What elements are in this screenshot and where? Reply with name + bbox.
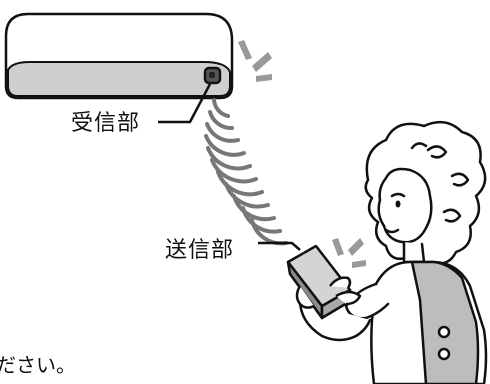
signal-wave-icon — [204, 98, 288, 246]
sender-leader-line — [258, 241, 301, 251]
woman-icon — [298, 120, 488, 384]
spark-icon — [332, 238, 366, 268]
sender-label: 送信部 — [165, 238, 235, 263]
remote-control-icon — [286, 244, 362, 320]
receiver-label: 受信部 — [71, 111, 141, 136]
spark-icon — [238, 40, 272, 82]
air-conditioner-icon — [4, 12, 234, 100]
caption-text: ださい。 — [0, 353, 76, 377]
receiver-leader-line — [158, 83, 212, 124]
